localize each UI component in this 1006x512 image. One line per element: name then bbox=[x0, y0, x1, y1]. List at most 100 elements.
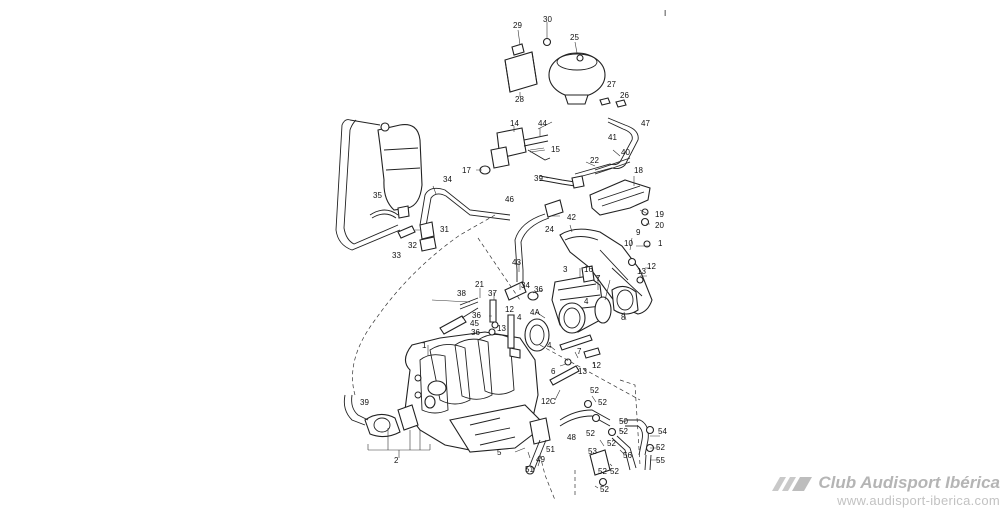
callout-13: 13 bbox=[497, 324, 506, 333]
callout-44: 44 bbox=[538, 119, 547, 128]
callout-40: 40 bbox=[621, 148, 630, 157]
page-mark: I bbox=[664, 9, 666, 18]
callout-17: 17 bbox=[462, 166, 471, 175]
callout-36-lower: 36 bbox=[471, 328, 480, 337]
callout-52-g: 52 bbox=[610, 467, 619, 476]
callout-41: 41 bbox=[608, 133, 617, 142]
callout-43: 43 bbox=[512, 258, 521, 267]
callout-38: 38 bbox=[457, 289, 466, 298]
callout-13-lower: 13 bbox=[578, 367, 587, 376]
callout-4-right: 4 bbox=[584, 297, 589, 306]
air-intake-duct bbox=[559, 228, 653, 315]
relay-bracket bbox=[504, 22, 552, 97]
callout-31: 31 bbox=[440, 225, 449, 234]
coolant-hoses bbox=[525, 399, 655, 487]
callout-39-top: 39 bbox=[534, 174, 543, 183]
callout-22: 22 bbox=[590, 156, 599, 165]
callout-34: 34 bbox=[521, 281, 530, 290]
watermark-url: www.audisport-iberica.com bbox=[837, 493, 1000, 508]
callout-12C: 12C bbox=[541, 397, 556, 406]
callout-21: 21 bbox=[475, 280, 484, 289]
callout-26: 26 bbox=[620, 91, 629, 100]
callout-12-right: 12 bbox=[647, 262, 656, 271]
callout-9: 9 bbox=[636, 228, 641, 237]
callout-10: 10 bbox=[624, 239, 633, 248]
intake-manifold bbox=[364, 331, 546, 453]
callout-36-right: 36 bbox=[534, 285, 543, 294]
watermark-title: Club Audisport Ibérica bbox=[818, 473, 1000, 492]
callout-2: 2 bbox=[394, 456, 399, 465]
callout-55: 55 bbox=[656, 456, 665, 465]
callout-54: 54 bbox=[658, 427, 667, 436]
callout-8: 8 bbox=[621, 313, 626, 322]
leader-lines bbox=[415, 121, 660, 489]
callout-20: 20 bbox=[655, 221, 664, 230]
callout-47: 47 bbox=[641, 119, 650, 128]
callout-5: 5 bbox=[497, 448, 502, 457]
callout-labels: 29 30 25 27 26 28 14 44 47 41 15 40 22 1… bbox=[360, 15, 667, 494]
callout-35: 35 bbox=[373, 191, 382, 200]
vacuum-hoses bbox=[514, 157, 631, 271]
group-brackets bbox=[367, 428, 431, 458]
callout-51: 51 bbox=[525, 465, 534, 474]
callout-51-right: 51 bbox=[546, 445, 555, 454]
expansion-tank bbox=[335, 119, 511, 251]
callout-52-d: 52 bbox=[607, 439, 616, 448]
callout-52-e: 52 bbox=[656, 443, 665, 452]
callout-34-top: 34 bbox=[443, 175, 452, 184]
callout-14: 14 bbox=[510, 119, 519, 128]
callout-1-right: 1 bbox=[658, 239, 663, 248]
callout-39: 39 bbox=[360, 398, 369, 407]
callout-4-left: 4 bbox=[517, 313, 522, 322]
vacuum-reservoir bbox=[548, 41, 639, 179]
callout-1: 1 bbox=[422, 341, 427, 350]
callout-12-mid: 12 bbox=[505, 305, 514, 314]
temperature-sensor bbox=[369, 209, 437, 252]
callout-30: 30 bbox=[543, 15, 552, 24]
callout-19: 19 bbox=[655, 210, 664, 219]
callout-16: 16 bbox=[584, 265, 593, 274]
callout-52-a: 52 bbox=[598, 398, 607, 407]
mounting-bracket bbox=[589, 179, 651, 227]
callout-6: 6 bbox=[551, 367, 556, 376]
callout-52-c: 52 bbox=[586, 429, 595, 438]
callout-37: 37 bbox=[488, 289, 497, 298]
callout-29: 29 bbox=[513, 21, 522, 30]
callout-15: 15 bbox=[551, 145, 560, 154]
callout-18: 18 bbox=[634, 166, 643, 175]
callout-52-top: 52 bbox=[590, 386, 599, 395]
watermark: Club Audisport Ibérica www.audisport-ibe… bbox=[770, 473, 1000, 508]
callout-52-f: 52 bbox=[598, 467, 607, 476]
callout-4: 4 bbox=[547, 341, 552, 350]
callout-7-lower: 7 bbox=[577, 347, 582, 356]
club-logo-icon bbox=[772, 476, 813, 491]
callout-24: 24 bbox=[545, 225, 554, 234]
reference-lines bbox=[343, 214, 641, 501]
callout-12: 12 bbox=[592, 361, 601, 370]
callout-28: 28 bbox=[515, 95, 524, 104]
callout-48: 48 bbox=[567, 433, 576, 442]
callout-4A: 4A bbox=[530, 308, 540, 317]
callout-25: 25 bbox=[570, 33, 579, 42]
watermark-brand: Club Audisport Ibérica bbox=[770, 473, 1000, 493]
callout-27: 27 bbox=[607, 80, 616, 89]
callout-36: 36 bbox=[472, 311, 481, 320]
callout-13-right: 13 bbox=[637, 267, 646, 276]
callout-53: 53 bbox=[588, 447, 597, 456]
callout-50: 50 bbox=[619, 417, 628, 426]
callout-32: 32 bbox=[408, 241, 417, 250]
callout-3: 3 bbox=[563, 265, 568, 274]
callout-45: 45 bbox=[470, 319, 479, 328]
callout-56: 56 bbox=[623, 451, 632, 460]
callout-52-h: 52 bbox=[600, 485, 609, 494]
callout-46: 46 bbox=[505, 195, 514, 204]
callout-42: 42 bbox=[567, 213, 576, 222]
callout-49: 49 bbox=[536, 455, 545, 464]
callout-52-b: 52 bbox=[619, 427, 628, 436]
callout-7: 7 bbox=[596, 274, 601, 283]
callout-33: 33 bbox=[392, 251, 401, 260]
small-fittings bbox=[439, 270, 601, 386]
throttle-body bbox=[524, 265, 612, 352]
solenoid-valve bbox=[476, 126, 551, 175]
